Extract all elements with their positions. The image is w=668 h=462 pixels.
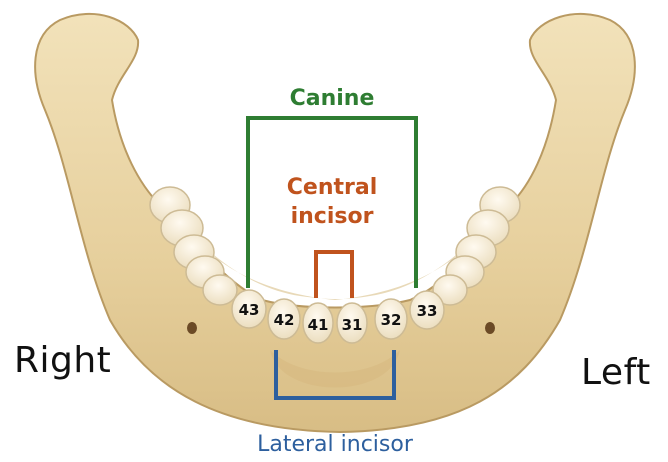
lateral-incisor-label: Lateral incisor: [220, 432, 450, 457]
left-side-label: Left: [581, 352, 651, 393]
tooth-label-31: 31: [342, 316, 363, 334]
tooth-label-32: 32: [381, 311, 402, 329]
right-side-label: Right: [14, 340, 111, 381]
tooth-label-42: 42: [274, 311, 295, 329]
tooth-label-43: 43: [239, 301, 260, 319]
tooth-label-41: 41: [308, 316, 329, 334]
central-incisor-label: Central incisor: [262, 173, 402, 231]
central-incisor-bracket: [316, 252, 352, 298]
canine-label: Canine: [262, 86, 402, 111]
tooth-label-33: 33: [417, 302, 438, 320]
